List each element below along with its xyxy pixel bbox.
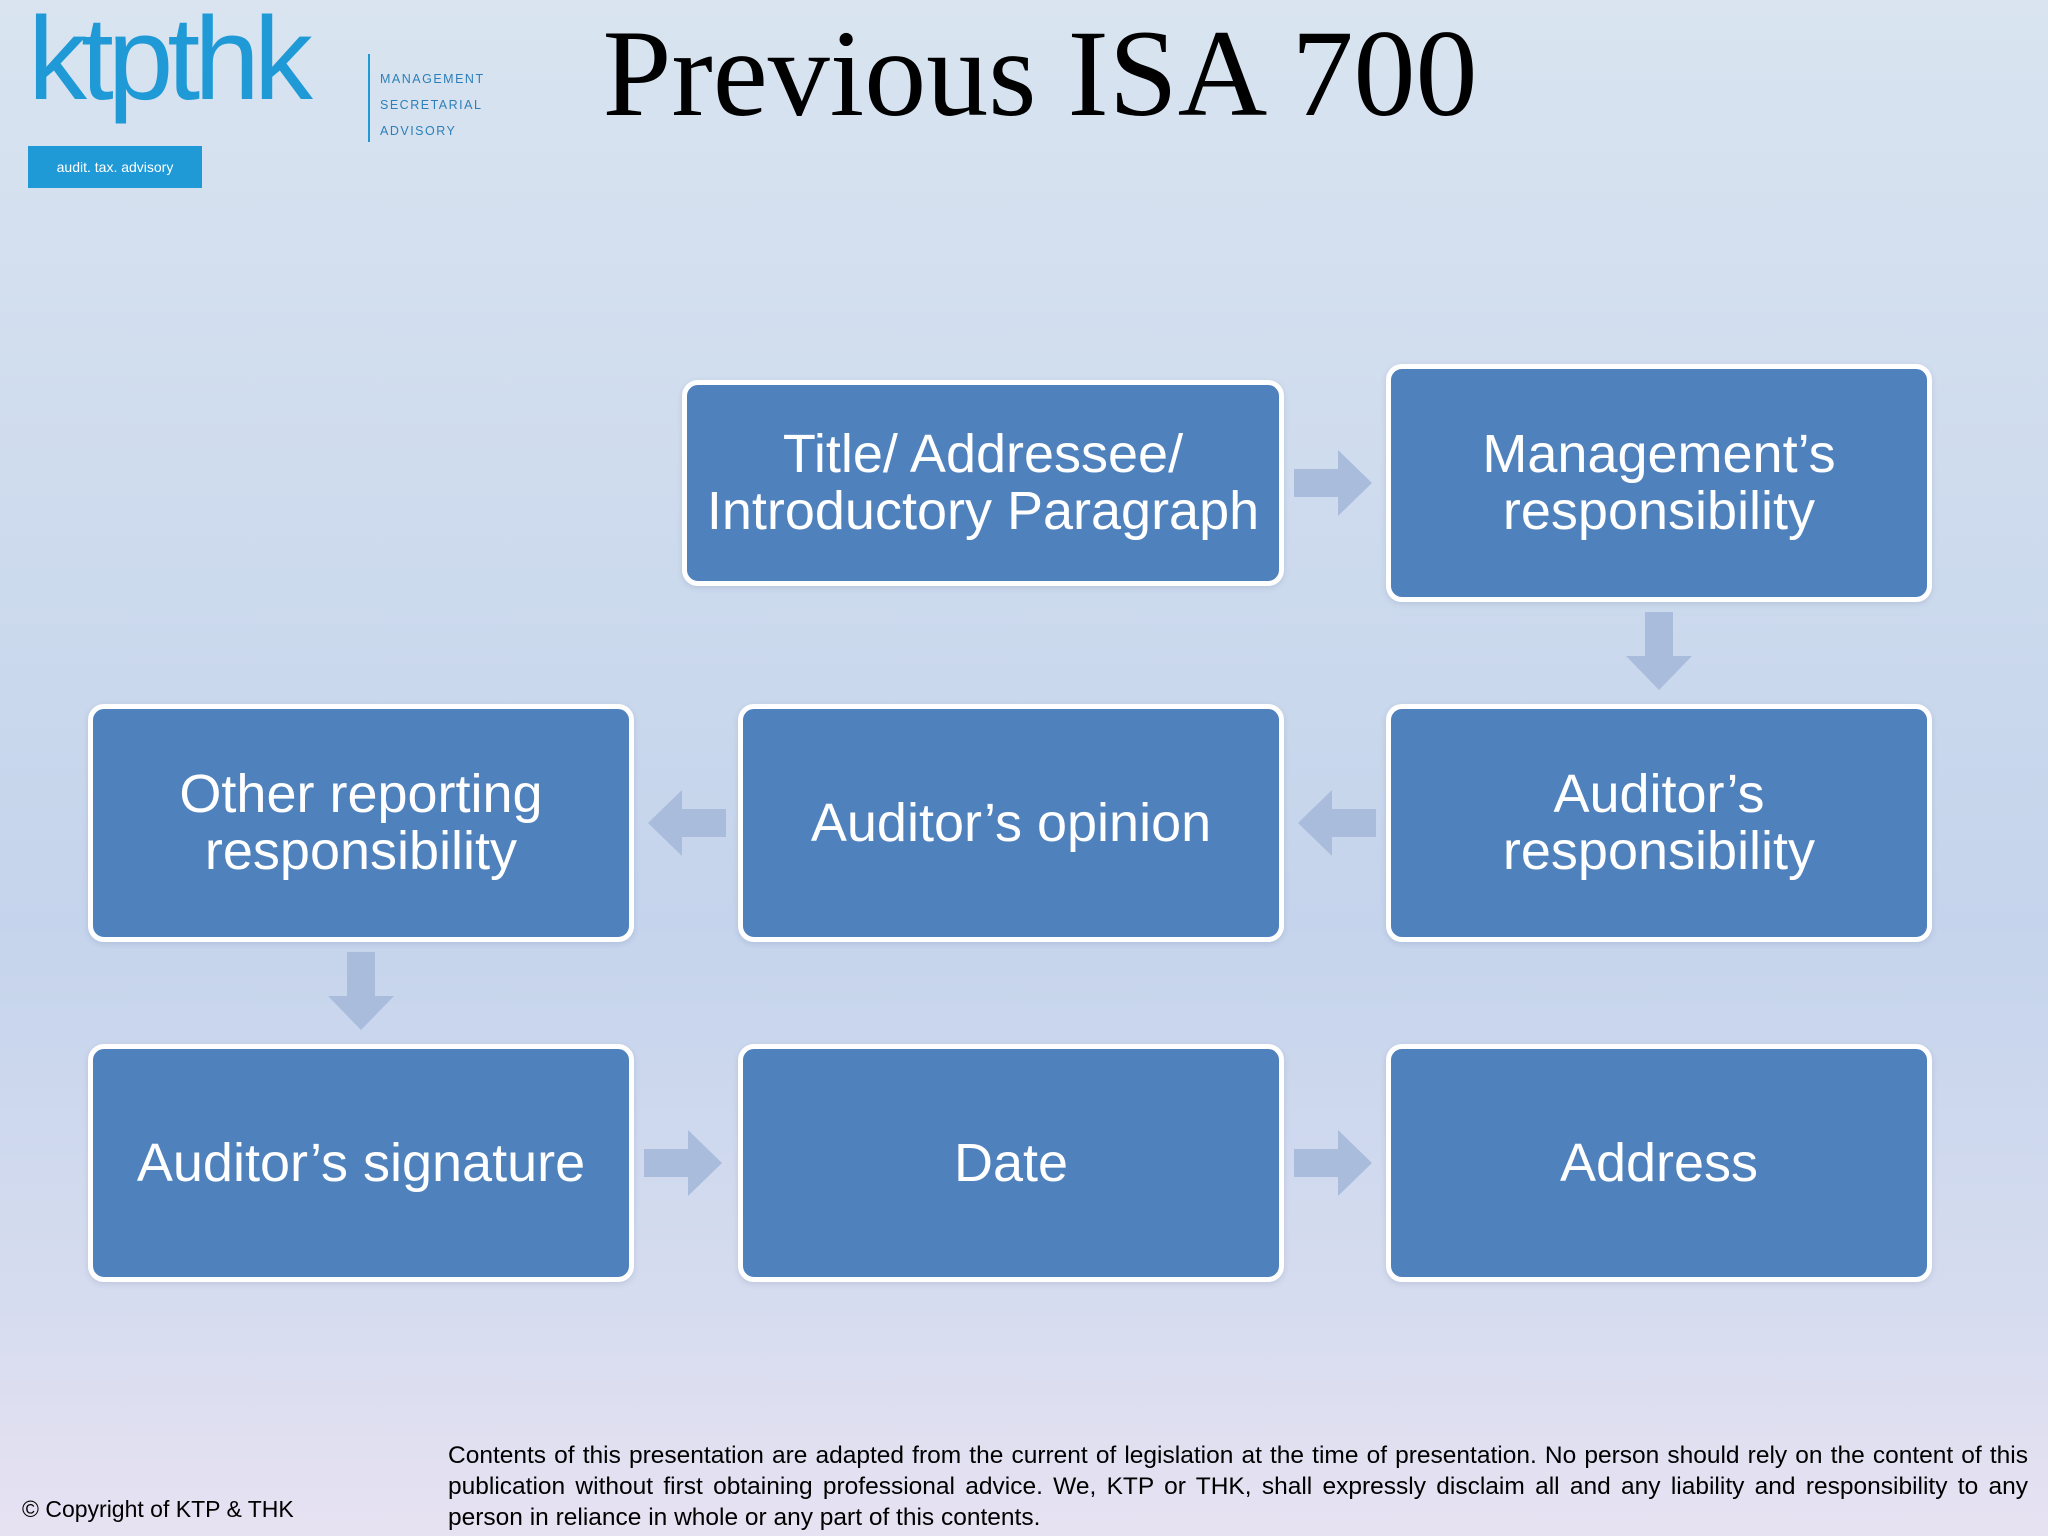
arrow-right-icon (1294, 450, 1372, 516)
arrow-right-icon (644, 1130, 722, 1196)
arrow-left-icon (1298, 790, 1376, 856)
box-auditor-responsibility: Auditor’s responsibility (1386, 704, 1932, 942)
box-date: Date (738, 1044, 1284, 1282)
box-auditor-signature: Auditor’s signature (88, 1044, 634, 1282)
company-logo: ktpthk MANAGEMENT SECRETARIAL ADVISORY a… (28, 0, 498, 190)
box-other-reporting-responsibility: Other reporting responsibility (88, 704, 634, 942)
arrow-down-icon (328, 952, 394, 1030)
logo-tag-secretarial: SECRETARIAL (380, 98, 483, 112)
arrow-right-icon (1294, 1130, 1372, 1196)
logo-divider (368, 54, 370, 142)
box-auditor-opinion: Auditor’s opinion (738, 704, 1284, 942)
box-address: Address (1386, 1044, 1932, 1282)
logo-badge: audit. tax. advisory (28, 146, 202, 188)
disclaimer-text: Contents of this presentation are adapte… (448, 1442, 2028, 1531)
arrow-down-icon (1626, 612, 1692, 690)
box-management-responsibility: Management’s responsibility (1386, 364, 1932, 602)
logo-wordmark: ktpthk (28, 0, 313, 125)
logo-tagline: MANAGEMENT SECRETARIAL ADVISORY (380, 66, 485, 144)
logo-tag-management: MANAGEMENT (380, 72, 485, 86)
arrow-left-icon (648, 790, 726, 856)
copyright-notice: © Copyright of KTP & THK (22, 1496, 294, 1522)
box-title-addressee: Title/ Addressee/ Introductory Paragraph (682, 380, 1284, 586)
logo-tag-advisory: ADVISORY (380, 124, 457, 138)
slide-title: Previous ISA 700 (602, 5, 1478, 142)
